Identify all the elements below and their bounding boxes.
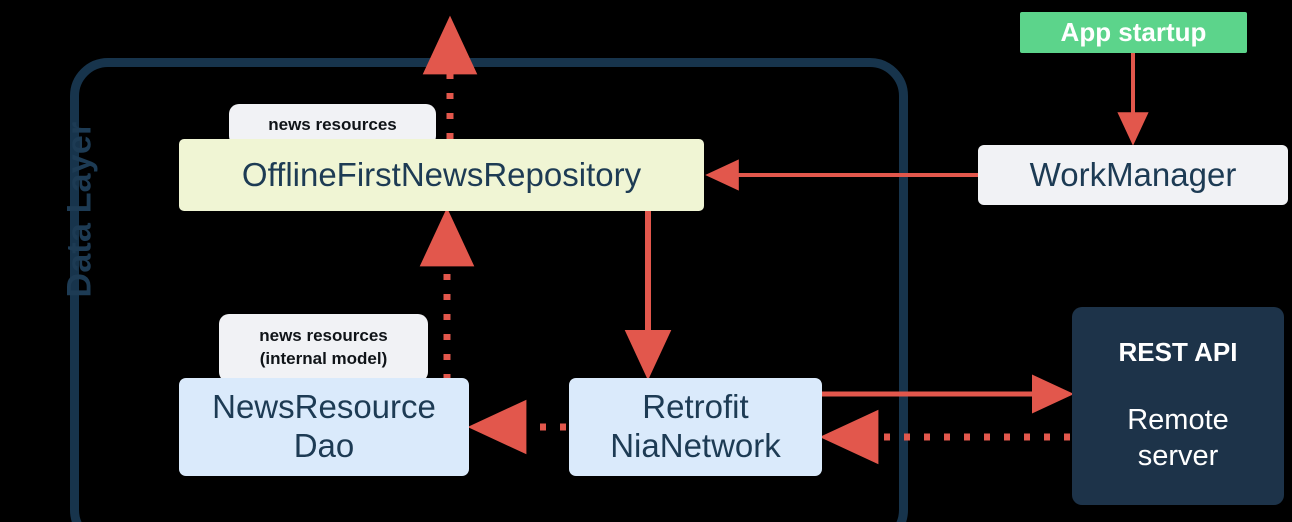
- node-work-manager[interactable]: WorkManager: [978, 145, 1288, 205]
- node-retrofit-nia-network-label: Retrofit NiaNetwork: [610, 388, 781, 466]
- node-news-resource-dao-label: NewsResource Dao: [212, 388, 436, 466]
- badge-internal-line2: (internal model): [259, 349, 388, 368]
- node-remote-server-label: Remote server: [1127, 402, 1229, 475]
- badge-news-resources-label: news resources: [268, 114, 397, 134]
- node-remote-server[interactable]: REST API Remote server: [1072, 307, 1284, 505]
- data-layer-container: [70, 58, 908, 522]
- node-offline-first-news-repository-label: OfflineFirstNewsRepository: [241, 155, 642, 193]
- node-retrofit-nia-network[interactable]: Retrofit NiaNetwork: [569, 378, 822, 476]
- node-retrofit-line2: NiaNetwork: [610, 427, 781, 464]
- badge-news-resources-internal-model-label: news resources (internal model): [259, 325, 388, 371]
- node-dao-line2: Dao: [293, 427, 355, 464]
- node-work-manager-label: WorkManager: [1029, 155, 1237, 193]
- badge-internal-line1: news resources: [259, 326, 388, 346]
- node-app-startup[interactable]: App startup: [1020, 12, 1247, 53]
- node-retrofit-line1: Retrofit: [642, 388, 749, 426]
- node-offline-first-news-repository[interactable]: OfflineFirstNewsRepository: [179, 139, 704, 211]
- node-app-startup-label: App startup: [1060, 17, 1207, 48]
- node-news-resource-dao[interactable]: NewsResource Dao: [179, 378, 469, 476]
- node-dao-line1: NewsResource: [212, 388, 436, 426]
- badge-news-resources-internal-model: news resources (internal model): [219, 314, 428, 382]
- node-remote-server-api-label: REST API: [1118, 337, 1238, 367]
- node-remote-line1: Remote: [1127, 403, 1229, 436]
- node-remote-line2: server: [1137, 439, 1219, 472]
